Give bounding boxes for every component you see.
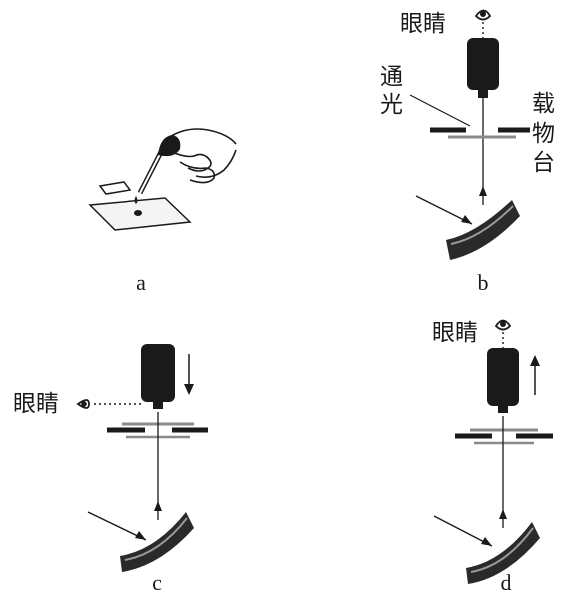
incoming-light — [433, 515, 493, 547]
stage-label-1: 载 — [532, 91, 555, 117]
mirror — [120, 512, 194, 572]
panel-d-eye-label: 眼睛 — [432, 320, 478, 346]
panel-c-label: c — [152, 570, 162, 595]
aperture-label-1: 通 — [380, 64, 403, 90]
panel-d-label: d — [501, 570, 512, 595]
incoming-light — [87, 511, 147, 541]
panel-b: 眼睛 通 光 载 物 台 b — [380, 9, 555, 295]
panel-b-eye-label: 眼睛 — [400, 11, 446, 37]
eye-icon — [494, 319, 512, 331]
stage-label-3: 台 — [532, 150, 555, 176]
dropper-bulb — [158, 135, 181, 157]
panel-d: 眼睛 d — [432, 319, 553, 595]
water-drop — [134, 210, 142, 216]
objective-lens — [487, 348, 519, 406]
eye-icon — [474, 9, 492, 21]
light-path-arrow — [499, 509, 507, 519]
aperture-label-2: 光 — [380, 92, 403, 118]
stage-label-2: 物 — [532, 121, 555, 147]
objective-lens — [467, 38, 499, 90]
light-path-arrow — [154, 501, 162, 511]
panel-a-label: a — [136, 270, 146, 295]
panel-b-label: b — [478, 270, 489, 295]
panel-c: 眼睛 c — [13, 344, 208, 595]
panel-a: a — [88, 128, 237, 295]
aperture-leader — [409, 94, 471, 127]
panel-c-eye-label: 眼睛 — [13, 391, 59, 417]
objective-lens — [141, 344, 175, 402]
hand — [167, 128, 237, 184]
eye-icon — [76, 399, 90, 409]
falling-drop — [134, 196, 138, 204]
light-path-arrow — [479, 186, 487, 196]
cover-slip — [98, 181, 132, 195]
